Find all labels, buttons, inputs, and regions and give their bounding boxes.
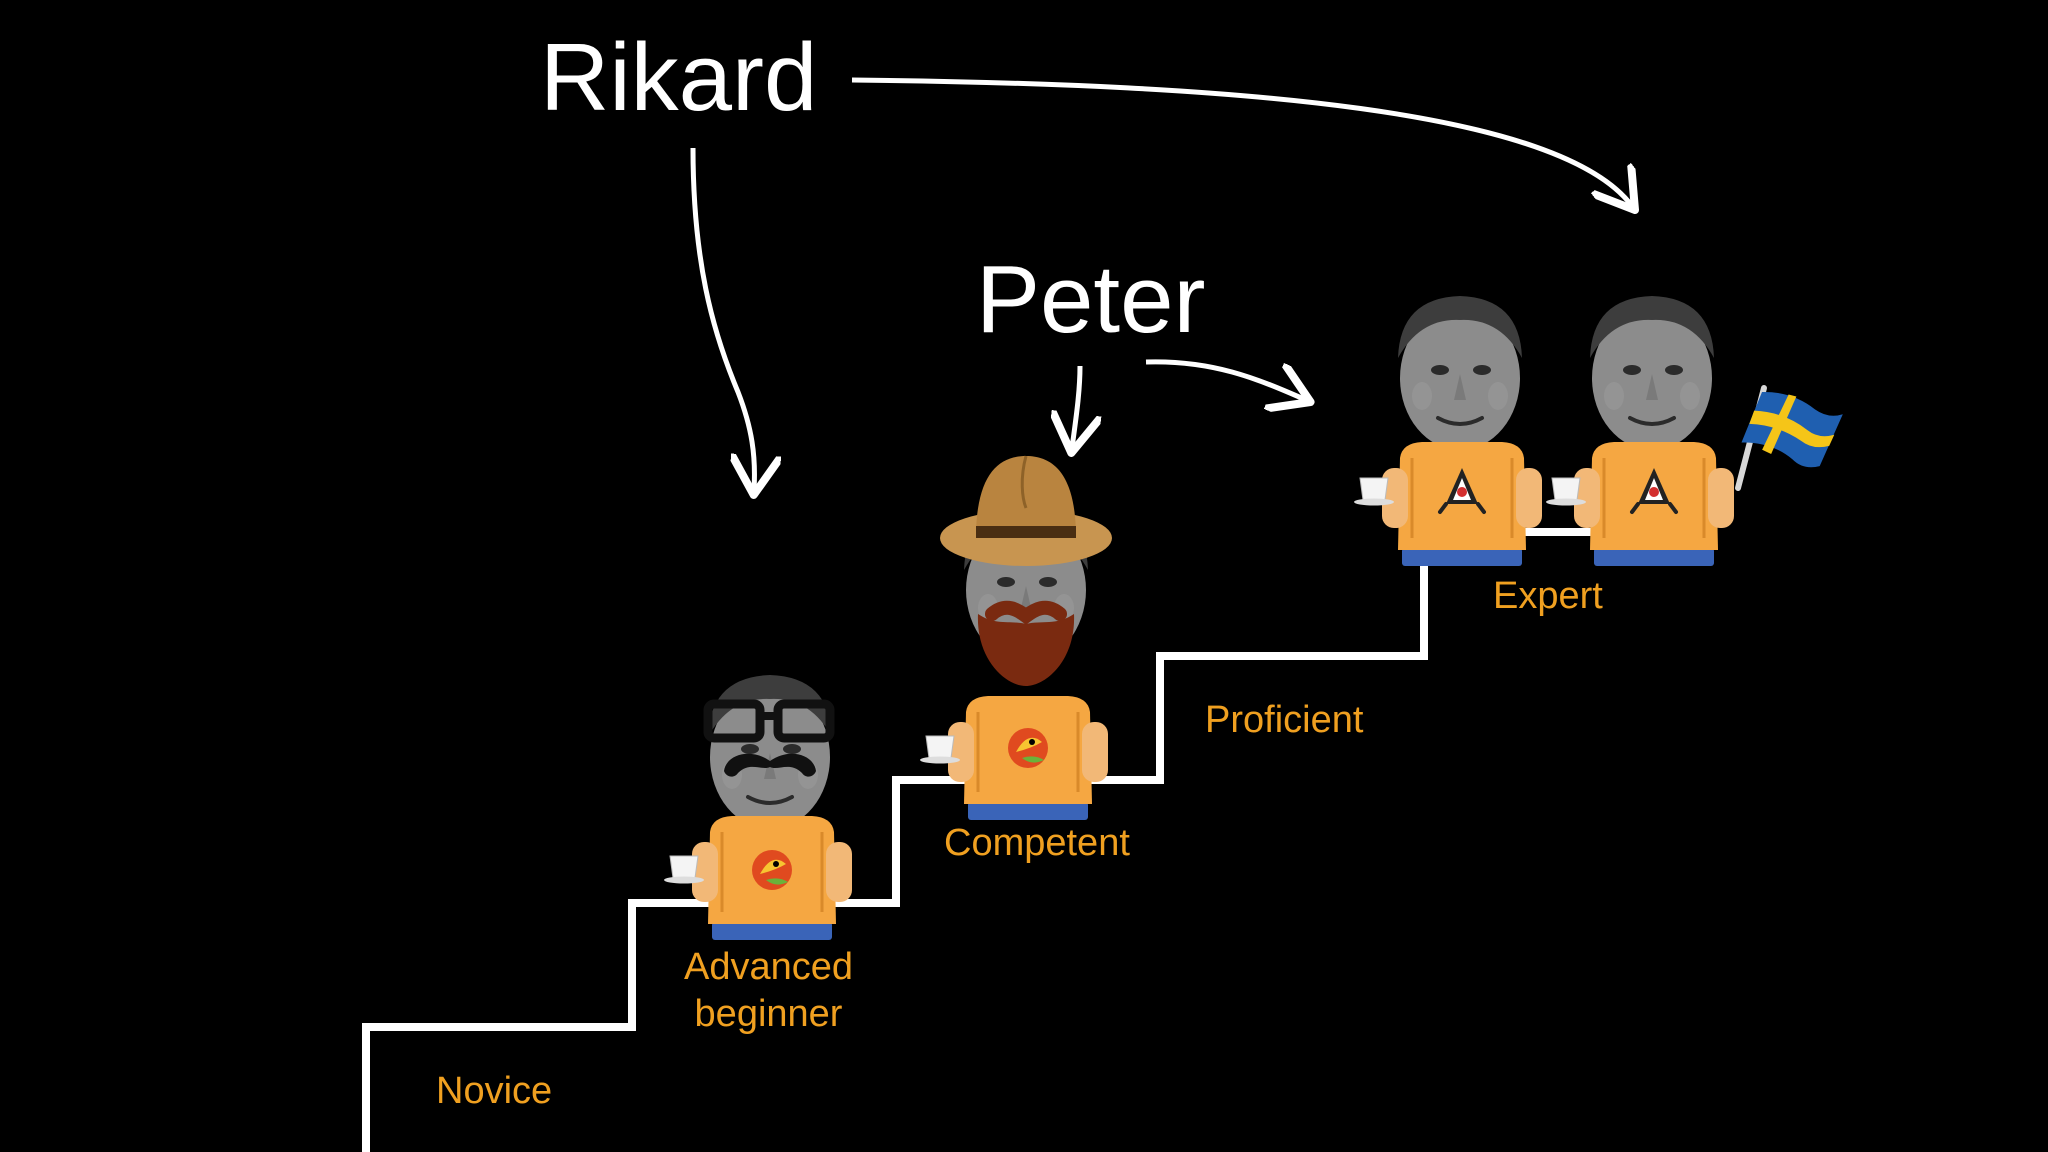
- staircase-line: [362, 528, 1686, 1152]
- mustache-icon: [724, 753, 816, 777]
- stage-label-competent: Competent: [944, 822, 1130, 864]
- rikard-label: Rikard: [540, 24, 818, 131]
- peter-arrow-to-competent: [1072, 365, 1080, 448]
- stage-label-advanced-beginner: Advanced beginner: [684, 944, 853, 1038]
- glasses-icon: [703, 699, 835, 743]
- bird-logo-icon: [1008, 728, 1048, 768]
- rikard-arrow-to-advanced-beginner: [690, 147, 754, 490]
- stage-label-expert: Expert: [1493, 575, 1603, 617]
- stage-label-advanced-beginner-line1: Advanced: [684, 946, 854, 988]
- stage-label-novice: Novice: [436, 1070, 553, 1112]
- peter-arrow-to-proficient: [1145, 359, 1306, 400]
- avatar: [1396, 294, 1524, 452]
- beard-icon: [977, 600, 1075, 686]
- rikard-arrow-to-expert: [851, 77, 1632, 206]
- hat-icon: [940, 455, 1112, 566]
- peter-label: Peter: [976, 246, 1206, 353]
- stage-label-proficient: Proficient: [1205, 699, 1364, 741]
- bird-logo-icon: [752, 850, 792, 890]
- avatar: [1588, 294, 1716, 452]
- swedish-flag-icon: [1735, 385, 1843, 491]
- stage-label-advanced-beginner-line2: beginner: [694, 993, 843, 1035]
- mascot-expert-peter: [1545, 294, 1736, 568]
- mascot-advanced-beginner: [663, 673, 854, 942]
- mascot-expert-rikard: [1353, 294, 1544, 568]
- avatar: [706, 673, 834, 831]
- mascot-competent: [919, 455, 1112, 822]
